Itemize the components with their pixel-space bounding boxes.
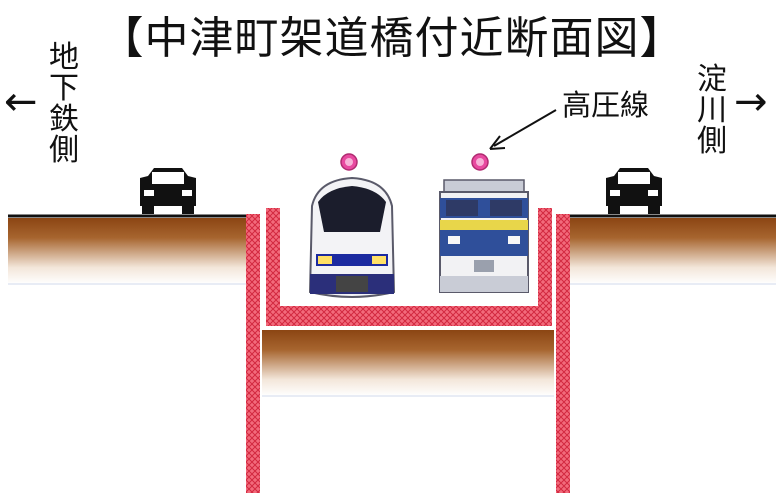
ground-right [568,214,776,285]
retaining-wall-left [246,214,260,493]
power-line-pointer [489,109,557,150]
right-arrow-icon: → [734,79,768,125]
car-icon [606,168,662,214]
train-icon [308,176,396,298]
ground-left [8,214,248,285]
page-title: 【中津町架道橋付近断面図】 [99,13,685,64]
left-side-label: 地下鉄側 [49,40,79,168]
left-arrow-icon: ← [4,79,38,125]
power-line-label: 高圧線 [562,88,650,122]
power-line-icon [340,153,358,171]
locomotive-icon [439,179,529,293]
car-icon [140,168,196,214]
power-line-icon [471,153,489,171]
concrete-channel [266,208,552,326]
retaining-wall-right [556,214,570,493]
right-side-label: 淀川側 [697,62,727,159]
ground-under-trench [262,330,554,397]
